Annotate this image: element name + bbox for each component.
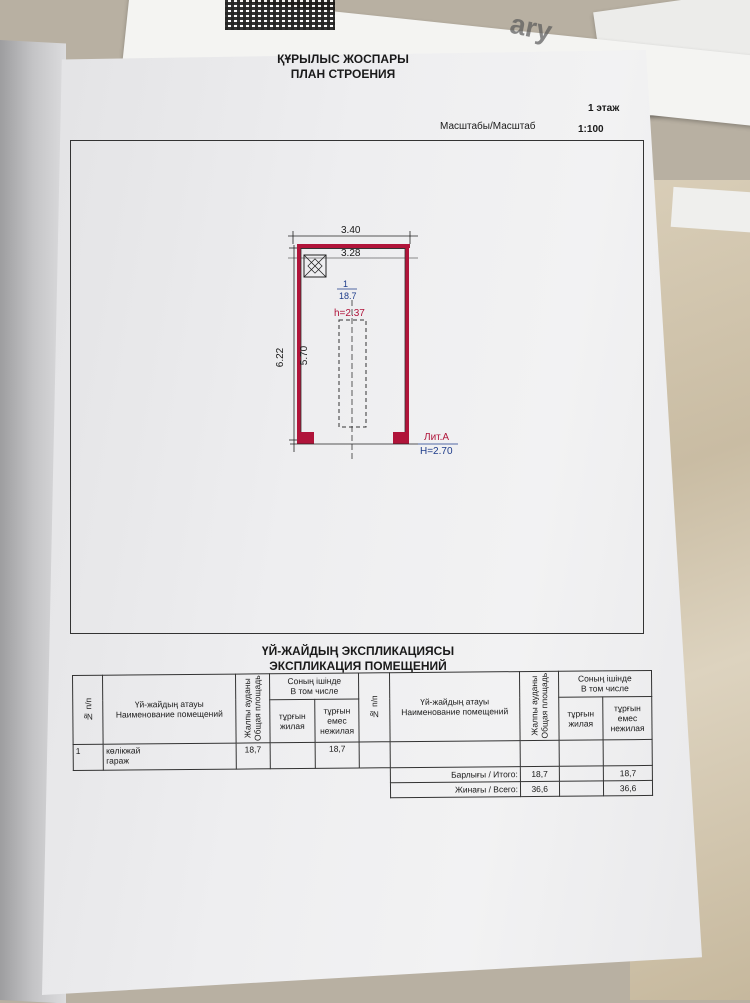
row-no: 1	[73, 743, 104, 771]
grand-total-label: Жинағы / Всего:	[390, 781, 521, 798]
qr-code	[225, 0, 335, 30]
room-number: 1	[343, 279, 349, 289]
header-no: № п/п	[72, 675, 104, 745]
title-ru: ПЛАН СТРОЕНИЯ	[290, 67, 396, 81]
subtotal-nonliving: 18,7	[603, 765, 653, 781]
scale-value: 1:100	[578, 124, 604, 135]
grand-nonliving: 36,6	[603, 780, 653, 796]
row-total: 18,7	[235, 742, 271, 769]
drawing-frame	[70, 140, 644, 634]
dimension-outer-length: 6.22	[275, 347, 287, 368]
scale-label: Масштабы/Масштаб	[440, 121, 536, 132]
room-height: h=2.37	[334, 308, 365, 319]
title-kz: ҚҰРЫЛЫС ЖОСПАРЫ	[277, 52, 409, 66]
header-no-2: № п/п	[358, 672, 390, 742]
dimension-inner-length: 5.70	[299, 345, 311, 366]
wall-top	[297, 244, 410, 248]
inspection-pit	[338, 319, 367, 428]
row-nonliving: 18,7	[314, 741, 360, 769]
grand-total: 36,6	[520, 780, 560, 797]
room-area: 18.7	[339, 291, 357, 301]
wall-right	[405, 244, 409, 444]
liter-label: Лит.А	[424, 432, 450, 443]
column-right	[393, 432, 408, 444]
document-sheet	[42, 50, 702, 995]
floor-label: 1 этаж	[588, 103, 620, 114]
explication-title-ru: ЭКСПЛИКАЦИЯ ПОМЕЩЕНИЙ	[269, 659, 447, 673]
dimension-inner-width: 3.28	[341, 248, 361, 259]
column-left	[299, 432, 314, 444]
building-height: H=2.70	[420, 446, 453, 457]
vent-shaft	[303, 254, 327, 278]
subtotal-total: 18,7	[520, 765, 559, 782]
wall-left	[297, 244, 301, 444]
explication-title-kz: ҮЙ-ЖАЙДЫҢ ЭКСПЛИКАЦИЯСЫ	[261, 644, 455, 658]
dimension-outer-width: 3.40	[341, 225, 361, 236]
row-living	[270, 742, 316, 769]
subtotal-label: Барлығы / Итого:	[390, 766, 521, 783]
